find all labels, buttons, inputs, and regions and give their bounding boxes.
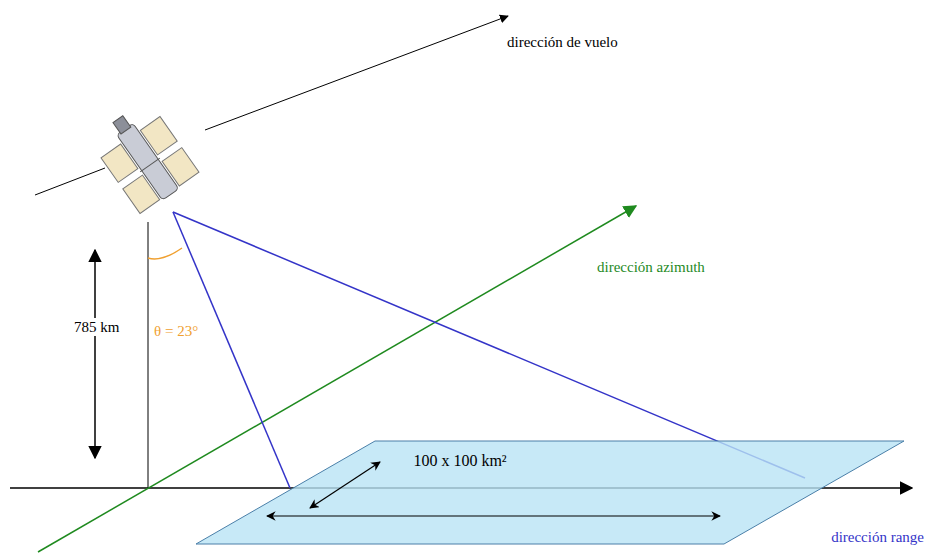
nadir-line bbox=[148, 222, 149, 488]
satellite bbox=[88, 98, 200, 215]
swath-size: 100 x 100 km² bbox=[413, 452, 506, 470]
altitude: 785 km bbox=[72, 318, 121, 336]
flight-line bbox=[35, 168, 105, 195]
beam-far bbox=[173, 212, 805, 478]
flight-direction: dirección de vuelo bbox=[505, 33, 620, 51]
swath-shape bbox=[195, 440, 905, 545]
azimuth-dimension bbox=[310, 462, 380, 508]
incidence-angle: θ = 23° bbox=[152, 322, 200, 340]
ground-swath: 100 x 100 km² bbox=[195, 440, 905, 545]
azimuth-direction: dirección azimuth bbox=[595, 258, 707, 276]
height-arrow bbox=[94, 250, 96, 458]
range-dimension bbox=[267, 515, 720, 516]
range-direction: dirección range bbox=[829, 528, 926, 546]
flight-arrow bbox=[205, 16, 508, 130]
swath-outline bbox=[196, 441, 904, 544]
incidence-arc bbox=[148, 248, 182, 259]
